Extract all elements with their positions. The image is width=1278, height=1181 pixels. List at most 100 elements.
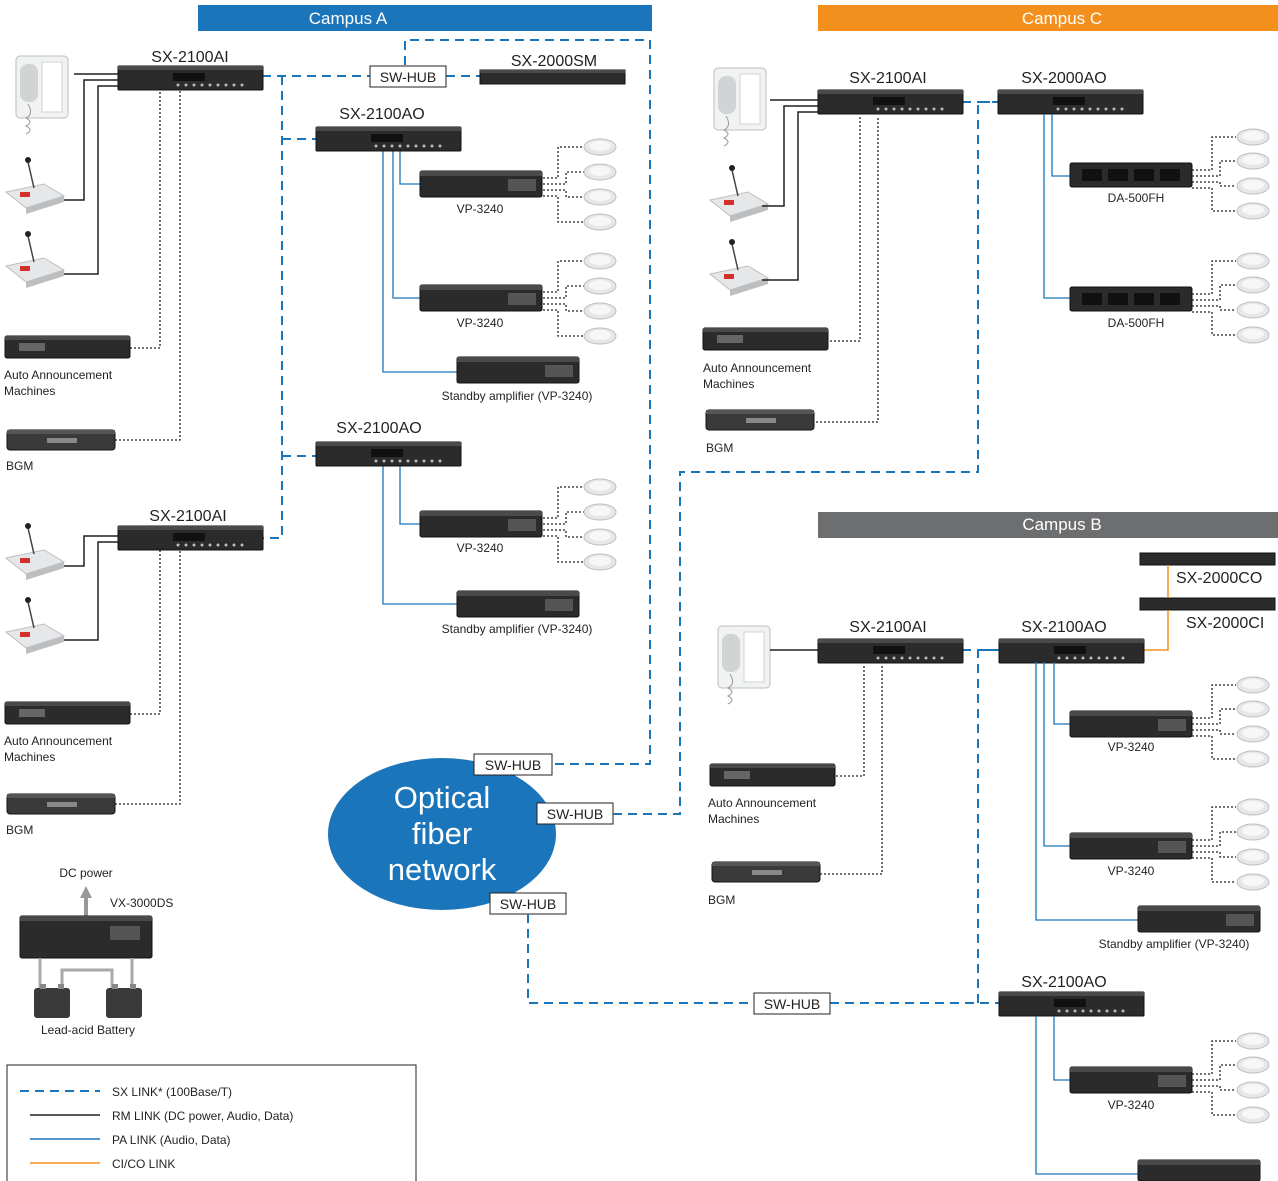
vx3000ds-device <box>19 915 153 959</box>
sx2100ao-label: SX-2100AO <box>339 106 424 123</box>
vp3240-label: VP-3240 <box>1108 1098 1155 1112</box>
sx2100ai-label: SX-2100AI <box>849 619 926 636</box>
ceiling-speaker-icon <box>583 478 617 496</box>
sx-link-line <box>613 101 1000 815</box>
auto-announcement-label-2: Machines <box>4 750 55 764</box>
ceiling-speaker-icon <box>1236 873 1270 891</box>
rm-link-line <box>58 535 120 567</box>
auto-announcement-label: Auto Announcement <box>4 368 113 382</box>
standby-amp <box>456 356 580 384</box>
paging-mic-icon <box>5 596 65 655</box>
vp3240-amp <box>1069 1066 1193 1094</box>
ceiling-speaker-icon <box>583 503 617 521</box>
vp3240-label: VP-3240 <box>457 202 504 216</box>
pa-link-line <box>1053 1016 1072 1081</box>
sx-link-line <box>527 914 754 1004</box>
ceiling-speaker-icon <box>583 188 617 206</box>
sx2000sm-device <box>479 69 626 85</box>
ceiling-speaker-icon <box>1236 725 1270 743</box>
ceiling-speaker-icon <box>1236 700 1270 718</box>
auto-announcement-device <box>709 763 836 787</box>
da500fh-label: DA-500FH <box>1108 316 1165 330</box>
sx2100ao-device <box>998 991 1145 1017</box>
audio-line <box>130 548 161 715</box>
ceiling-speaker-icon <box>1236 152 1270 170</box>
campus-c-label: Campus C <box>1022 9 1102 28</box>
auto-announcement-label: Auto Announcement <box>708 796 817 810</box>
audio-line <box>820 664 883 875</box>
pa-link-line <box>1035 662 1140 921</box>
dc-power-arrow <box>80 886 92 918</box>
auto-announcement-label-2: Machines <box>708 812 759 826</box>
vp3240-label: VP-3240 <box>457 316 504 330</box>
ceiling-speaker-icon <box>1236 798 1270 816</box>
paging-mic-icon <box>709 164 769 223</box>
speaker-group-a1 <box>543 138 617 231</box>
pa-link-line <box>1053 662 1072 725</box>
pa-link-line <box>382 150 458 373</box>
standby-amp <box>1137 905 1261 933</box>
sx2000ao-device <box>997 89 1144 115</box>
cico-link-line <box>1144 610 1169 651</box>
pa-link-line <box>392 150 422 299</box>
speaker-group-b2 <box>1192 798 1270 891</box>
sw-hub-box <box>753 992 831 1015</box>
legend-label-pa: PA LINK (Audio, Data) <box>112 1133 231 1147</box>
pa-link-line <box>1043 662 1072 847</box>
standby-amp <box>1137 1159 1261 1181</box>
network-label-line1: Optical <box>394 780 490 815</box>
ceiling-speaker-icon <box>1236 676 1270 694</box>
ceiling-speaker-icon <box>1236 1032 1270 1050</box>
audio-line <box>115 90 181 441</box>
audio-line <box>812 116 879 423</box>
emergency-callbox-icon <box>713 67 767 147</box>
sx2000co-device <box>1139 552 1276 566</box>
sx-link-line <box>977 649 1000 1003</box>
auto-announcement-label-2: Machines <box>703 377 754 391</box>
sw-hub-label: SW-HUB <box>485 757 542 773</box>
ceiling-speaker-icon <box>1236 750 1270 768</box>
sw-hub-box <box>369 65 447 88</box>
sx2100ao-device <box>998 638 1145 664</box>
paging-mic-icon <box>5 522 65 581</box>
battery-icon <box>34 984 70 1018</box>
bgm-player-device <box>711 861 821 883</box>
sx2000ci-device <box>1139 597 1276 611</box>
sx2100ai-device <box>817 638 964 664</box>
rm-link-line <box>58 541 120 641</box>
pa-link-line <box>1035 1016 1140 1175</box>
bgm-label: BGM <box>6 823 33 837</box>
rm-link-line <box>762 105 818 207</box>
ceiling-speaker-icon <box>583 213 617 231</box>
legend-label-rm: RM LINK (DC power, Audio, Data) <box>112 1109 293 1123</box>
audio-line <box>115 548 181 805</box>
standby-label: Standby amplifier (VP-3240) <box>1099 937 1250 951</box>
auto-announcement-label-2: Machines <box>4 384 55 398</box>
ceiling-speaker-icon <box>1236 1106 1270 1124</box>
vp3240-amp <box>419 170 543 198</box>
campus-b-label: Campus B <box>1022 515 1101 534</box>
da500fh-amp <box>1069 162 1193 188</box>
ceiling-speaker-icon <box>583 528 617 546</box>
auto-announcement-label: Auto Announcement <box>4 734 113 748</box>
speaker-group-c1 <box>1192 128 1270 220</box>
ceiling-speaker-icon <box>1236 823 1270 841</box>
sx2100ao-label: SX-2100AO <box>1021 619 1106 636</box>
optical-fiber-network <box>328 758 556 910</box>
sx2100ai-label: SX-2100AI <box>151 49 228 66</box>
speaker-group-c2 <box>1192 252 1270 344</box>
sx2000ao-label: SX-2000AO <box>1021 70 1106 87</box>
sx2100ai-label: SX-2100AI <box>849 70 926 87</box>
rm-link-line <box>762 111 818 281</box>
pa-link-line <box>1051 114 1072 177</box>
campus-b-banner <box>818 512 1278 538</box>
sx-link-line <box>262 76 283 539</box>
pa-link-line <box>382 466 458 605</box>
audio-line <box>832 664 865 777</box>
campus-a-label: Campus A <box>309 9 388 28</box>
sx2100ao-label: SX-2100AO <box>336 420 421 437</box>
sw-hub-label: SW-HUB <box>500 896 557 912</box>
ceiling-speaker-icon <box>1236 1056 1270 1074</box>
standby-label: Standby amplifier (VP-3240) <box>442 622 593 636</box>
